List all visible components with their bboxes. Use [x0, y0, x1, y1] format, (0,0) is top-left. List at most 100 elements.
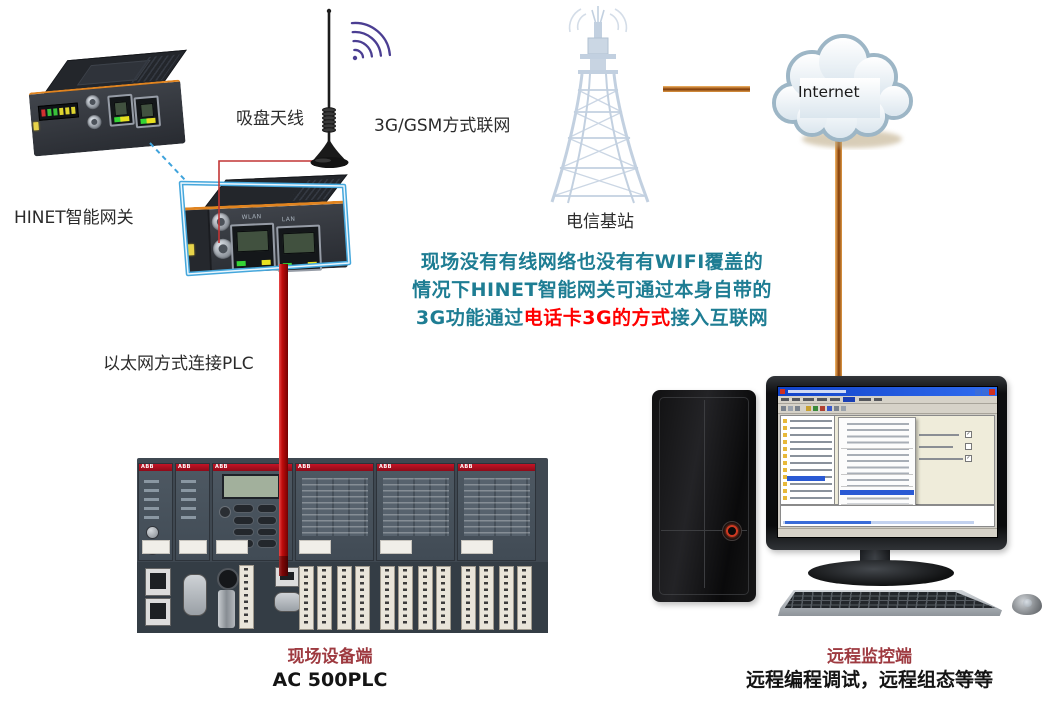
- terminal-strip: [337, 566, 352, 630]
- note-line-2: 情况下HINET智能网关可通过本身自带的: [412, 279, 772, 301]
- abb-brand-label: ABB: [460, 464, 473, 470]
- keyboard: [778, 590, 1002, 616]
- close-button: [989, 389, 995, 395]
- note-line-3-end: 接入互联网: [670, 307, 769, 329]
- plc-io-module-1: ABB: [295, 463, 374, 561]
- scrollbar-thumb: [785, 521, 871, 524]
- db9-connector: [183, 574, 207, 616]
- gateway-side-panel: [183, 209, 213, 275]
- cpu-ethernet-port: [275, 567, 299, 587]
- note-line-1: 现场没有有线网络也没有有WIFI覆盖的: [420, 251, 764, 273]
- plc-io-module-3: ABB: [457, 463, 536, 561]
- plc-led-column: [144, 480, 159, 524]
- note-line-3-highlight: 电话卡3G的方式: [523, 307, 671, 329]
- address-dial: [146, 526, 159, 539]
- module-label: [142, 540, 170, 554]
- abb-brand-label: ABB: [141, 464, 154, 470]
- ethernet-port: [107, 93, 135, 127]
- internet-cloud: Internet: [772, 34, 913, 148]
- open-menu-item: [843, 397, 855, 402]
- app-menubar: [778, 396, 997, 404]
- terminal-strip: [355, 566, 370, 630]
- terminal-strip: [317, 566, 332, 630]
- message-pane: [780, 505, 995, 527]
- scenario-note: 现场没有有线网络也没有有WIFI覆盖的 情况下HINET智能网关可通过本身自带的…: [392, 248, 792, 332]
- maximize-button: [982, 389, 988, 395]
- remote-side-title: 远程监控端: [827, 647, 912, 667]
- tree-selected-item: [787, 476, 825, 481]
- terminal-strip: [239, 565, 254, 629]
- abb-brand-label: ABB: [178, 464, 191, 470]
- gateway-front-face: [28, 79, 186, 157]
- remote-side-subtitle: 远程编程调试，远程组态等等: [745, 669, 993, 691]
- module-label: [461, 540, 493, 554]
- module-label: [179, 540, 207, 554]
- checkbox: ✓: [965, 455, 972, 462]
- lan-port-label: LAN: [281, 215, 296, 224]
- pc-tower-seam: [661, 530, 747, 531]
- abb-brand-label: ABB: [379, 464, 392, 470]
- antenna-connector: [85, 94, 101, 110]
- antenna-connector: [86, 114, 103, 130]
- checkbox: [965, 443, 972, 450]
- terminal-strip: [436, 566, 451, 630]
- terminal-strip: [499, 566, 514, 630]
- app-toolbar: [778, 404, 997, 414]
- highlighted-menu-item: [840, 490, 914, 495]
- wlan-port-label: WLAN: [241, 213, 262, 222]
- g3-networking-label: 3G/GSM方式联网: [374, 116, 511, 136]
- gateway-vents: [288, 178, 341, 201]
- monitor-screen: ✓ ✓: [777, 386, 998, 538]
- monitor: ✓ ✓: [766, 376, 1007, 550]
- power-button: [722, 521, 742, 541]
- note-line-3: 3G功能通过电话卡3G的方式接入互联网: [392, 304, 792, 332]
- gateway-led-strip: [37, 102, 79, 121]
- internet-label: Internet: [798, 83, 860, 101]
- plc-module-cm577: ABB: [138, 463, 173, 561]
- ethernet-to-plc-label: 以太网方式连接PLC: [103, 354, 254, 374]
- terminal-strip: [418, 566, 433, 630]
- module-label: [380, 540, 412, 554]
- wlan-port: [229, 222, 276, 271]
- plc-module-cm572: ABB: [175, 463, 210, 561]
- plc-wiring-section: [137, 562, 548, 633]
- hinet-gateway-device-2: WLAN LAN: [182, 174, 348, 275]
- project-tree-panel: [780, 415, 836, 505]
- plc-cpu-module: ABB: [212, 463, 293, 561]
- ac500-plc: ABB ABB ABB ABB ABB AB: [137, 458, 548, 633]
- internet-to-pc-link: [835, 130, 842, 380]
- note-line-3-start: 3G功能通过: [415, 307, 524, 329]
- suction-antenna: [310, 8, 349, 168]
- abb-brand-label: ABB: [215, 464, 228, 470]
- module-label: [299, 540, 331, 554]
- io-led-grid: [464, 478, 530, 536]
- plc-io-module-2: ABB: [376, 463, 455, 561]
- hinet-gateway-device-1: [26, 49, 187, 162]
- gateway-status-lamp: [187, 244, 195, 256]
- gateway-status-lamp: [33, 121, 39, 131]
- terminal-strip: [461, 566, 476, 630]
- horizontal-scrollbar: [783, 521, 974, 524]
- keyboard-keys: [784, 592, 996, 608]
- app-icon: [780, 389, 785, 394]
- rj45-port: [145, 598, 171, 626]
- wireless-signal-icon: [350, 21, 392, 61]
- terminal-strip: [299, 566, 314, 630]
- lan-port: [276, 224, 323, 273]
- menu-rows: [847, 423, 909, 513]
- rj45-port: [145, 568, 171, 596]
- db9-connector: [274, 592, 302, 612]
- monitor-base: [808, 560, 954, 586]
- abb-brand-label: ABB: [298, 464, 311, 470]
- suction-antenna-label: 吸盘天线: [236, 109, 304, 129]
- hinet-gateway-label: HINET智能网关: [14, 208, 134, 228]
- antenna-connector: [211, 212, 231, 232]
- tree-icons: [783, 419, 787, 502]
- terminal-strip: [398, 566, 413, 630]
- plc-led-column: [181, 480, 196, 524]
- io-led-grid: [302, 478, 368, 536]
- ethernet-port: [133, 95, 162, 129]
- status-bar: [778, 528, 997, 537]
- app-titlebar: [778, 387, 997, 396]
